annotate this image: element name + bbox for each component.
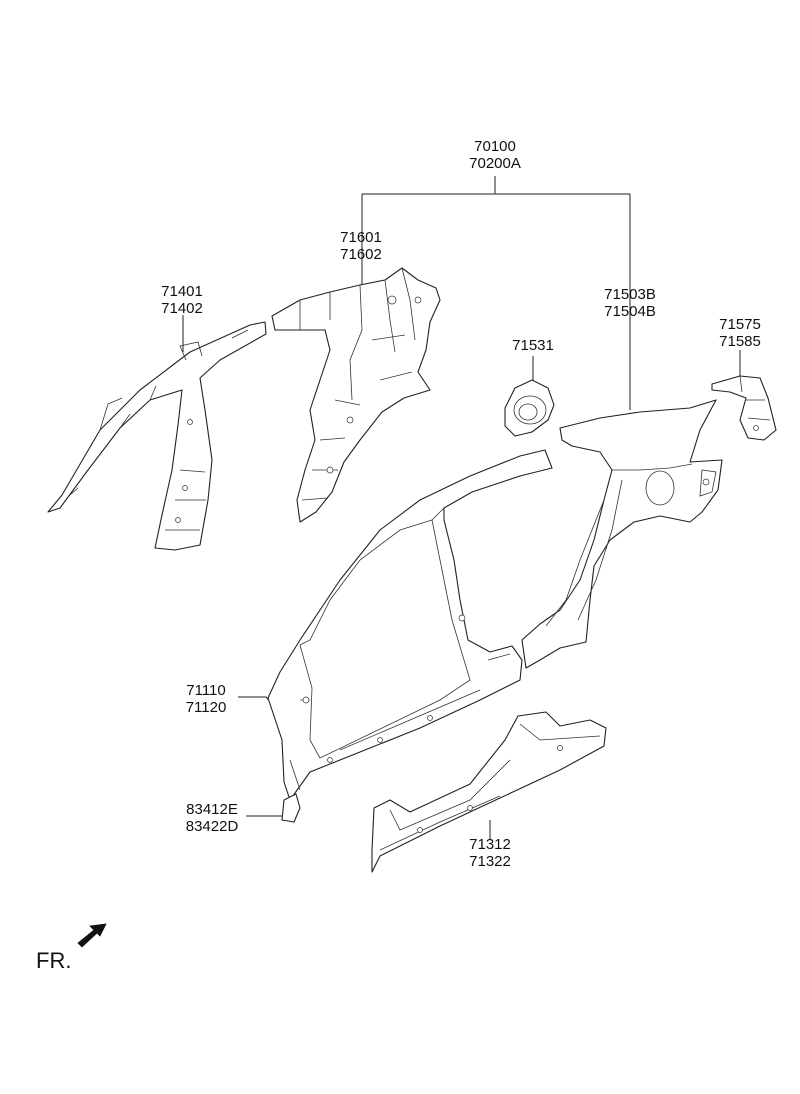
label-sill-plug-line2: 83422D: [185, 818, 239, 835]
label-pillar-inner-line1: 71401: [161, 283, 203, 300]
label-sill-reinforcement: 71312 71322: [469, 836, 511, 870]
label-side-outer-line2: 71120: [185, 699, 227, 716]
label-sill-reinforcement-line1: 71312: [469, 836, 511, 853]
label-side-outer-line1: 71110: [186, 682, 226, 699]
label-assembly: 70100 70200A: [469, 138, 521, 172]
label-assembly-line2: 70200A: [469, 155, 521, 172]
sill-reinforcement-part: [371, 711, 607, 873]
tail-bracket-part: [711, 375, 777, 441]
leader-assembly: [361, 176, 631, 410]
label-fuel-door: 71531: [512, 337, 554, 354]
label-quarter-outer: 71503B 71504B: [604, 286, 656, 320]
label-pillar-inner-line2: 71402: [161, 300, 203, 317]
label-sill-plug-line1: 83412E: [186, 801, 238, 818]
side-outer-panel-part: [267, 449, 553, 801]
label-quarter-inner-line1: 71601: [340, 229, 382, 246]
label-quarter-inner: 71601 71602: [340, 229, 382, 263]
front-direction-label: FR.: [36, 948, 72, 973]
label-quarter-inner-line2: 71602: [340, 246, 382, 263]
quarter-outer-part: [521, 399, 723, 669]
quarter-inner-part: [271, 267, 441, 523]
sill-plug-part: [281, 793, 301, 823]
label-sill-plug: 83412E 83422D: [186, 801, 239, 835]
label-pillar-inner: 71401 71402: [161, 283, 203, 317]
label-tail-bracket-line1: 71575: [719, 316, 761, 333]
label-sill-reinforcement-line2: 71322: [469, 853, 511, 870]
fuel-door-housing-part: [504, 379, 555, 437]
arrow-front-icon: [77, 923, 107, 948]
label-side-outer: 71110 71120: [186, 682, 227, 716]
label-quarter-outer-line1: 71503B: [604, 286, 656, 303]
label-quarter-outer-line2: 71504B: [604, 303, 656, 320]
pillar-inner-part: [47, 321, 267, 551]
label-tail-bracket-line2: 71585: [719, 333, 761, 350]
label-assembly-line1: 70100: [474, 138, 516, 155]
label-fuel-door-line1: 71531: [512, 337, 554, 354]
label-tail-bracket: 71575 71585: [719, 316, 761, 350]
